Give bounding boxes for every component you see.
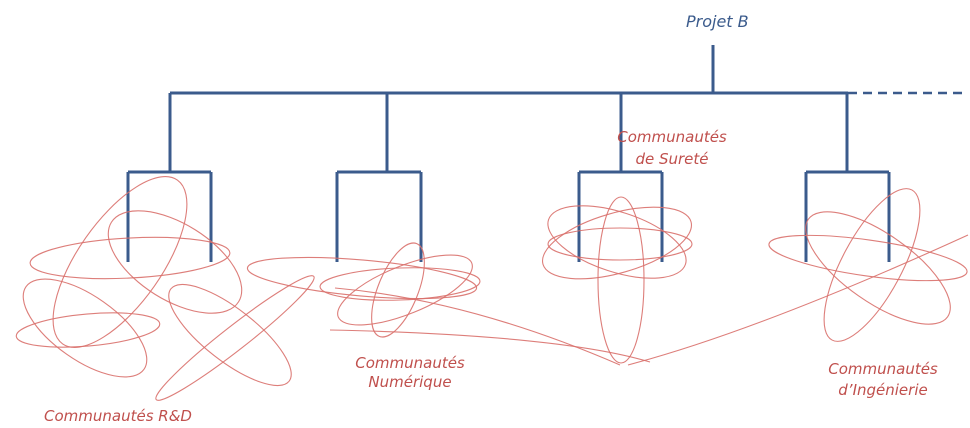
community-label-numerique: Communautés Numérique	[355, 354, 465, 391]
link-numerique-surete	[334, 287, 621, 366]
loops-rnd	[15, 176, 315, 401]
branch-3	[577, 93, 664, 262]
branch-1	[126, 93, 213, 262]
link-surete-ingenierie	[627, 234, 969, 366]
loops-surete	[541, 196, 693, 364]
link-numerique-surete-2	[329, 329, 651, 363]
community-label-ingenierie: Communautés d’Ingénierie	[828, 360, 938, 399]
loops-numerique	[246, 242, 651, 366]
root-project-label: Projet B	[686, 12, 749, 31]
hierarchy-tree	[126, 45, 968, 262]
community-network-loops	[15, 176, 969, 401]
branch-2	[335, 93, 423, 262]
loops-ingenierie	[627, 188, 969, 366]
community-label-rnd: Communautés R&D	[44, 407, 192, 425]
community-label-surete: Communautés de Sureté	[617, 128, 727, 168]
branch-4	[804, 93, 891, 262]
